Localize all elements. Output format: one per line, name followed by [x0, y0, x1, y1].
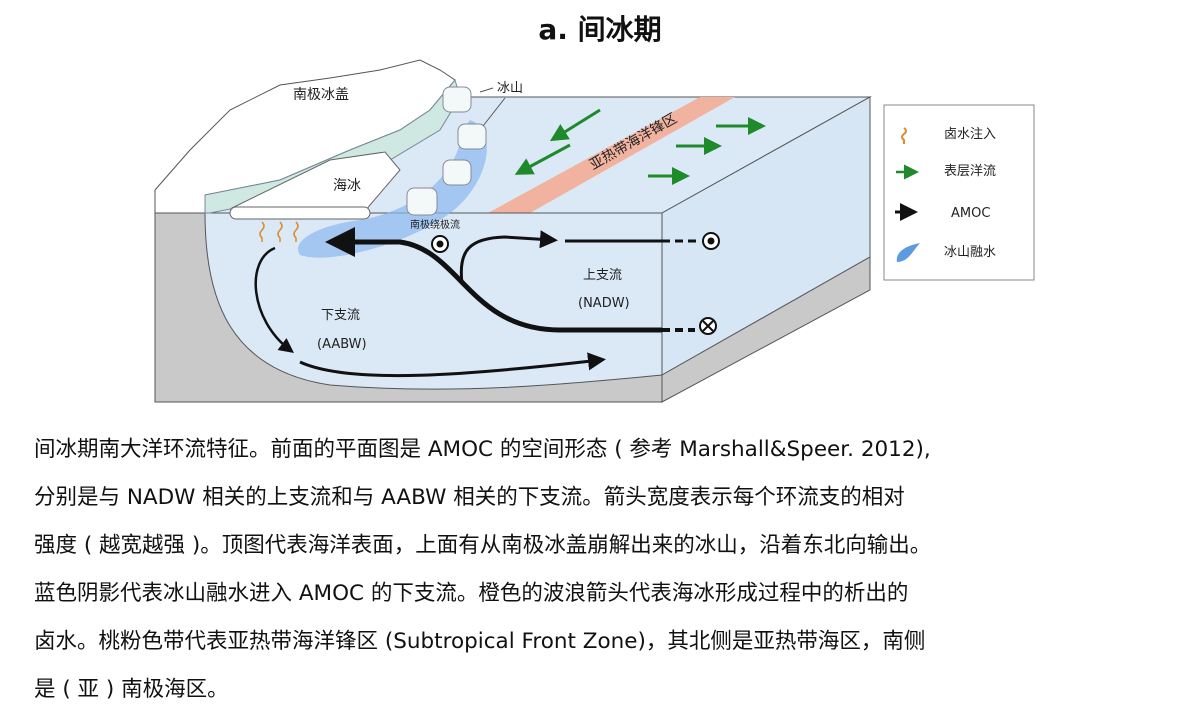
figure-caption: 间冰期南大洋环流特征。前面的平面图是 AMOC 的空间形态 ( 参考 Marsh…	[34, 426, 1174, 714]
caption-line: 间冰期南大洋环流特征。前面的平面图是 AMOC 的空间形态 ( 参考 Marsh…	[34, 437, 931, 462]
label-aabw: (AABW)	[317, 337, 367, 352]
legend-label: 表层洋流	[944, 164, 996, 179]
legend-label: 卤水注入	[944, 126, 996, 142]
meltwater-blob-icon	[896, 243, 920, 262]
out-of-page-symbol	[431, 232, 720, 253]
icebergs	[406, 86, 487, 216]
label-iceberg: 冰山	[497, 81, 523, 96]
caption-line: 蓝色阴影代表冰山融水进入 AMOC 的下支流。橙色的波浪箭头代表海冰形成过程中的…	[34, 581, 909, 606]
label-nadw: (NADW)	[578, 296, 630, 311]
into-page-symbol	[699, 317, 717, 335]
brine-wave-arrow-icon	[901, 127, 907, 144]
label-ice-sheet: 南极冰盖	[293, 87, 349, 103]
legend-label: 冰山融水	[944, 245, 996, 260]
amoc-diagram: 南极冰盖 冰山 海冰 亚热带海洋锋区 南极绕极流 上支流 (NADW) 下支流 …	[154, 59, 1035, 403]
meltwater-plume	[298, 120, 487, 258]
seabed-front	[154, 212, 663, 403]
legend-label: AMOC	[951, 206, 990, 221]
label-sea-ice: 海冰	[333, 178, 361, 194]
caption-line: 强度 ( 越宽越强 )。顶图代表海洋表面，上面有从南极冰盖崩解出来的冰山，沿着东…	[34, 533, 932, 558]
label-acc: 南极绕极流	[410, 218, 460, 231]
brine-arrows	[259, 221, 299, 242]
figure-title: a. 间冰期	[538, 13, 662, 46]
caption-line: 分别是与 NADW 相关的上支流和与 AABW 相关的下支流。箭头宽度表示每个环…	[34, 485, 905, 510]
amoc-arrows	[254, 227, 700, 378]
label-upper-branch: 上支流	[583, 268, 622, 283]
surface-current-arrows	[514, 108, 766, 185]
caption-line: 是 ( 亚 ) 南极海区。	[34, 677, 229, 702]
subtropical-front-band	[488, 97, 735, 213]
label-lower-branch: 下支流	[321, 308, 360, 323]
legend: 卤水注入 表层洋流 AMOC 冰山融水	[883, 104, 1035, 281]
caption-line: 卤水。桃粉色带代表亚热带海洋锋区 (Subtropical Front Zone…	[34, 629, 926, 654]
